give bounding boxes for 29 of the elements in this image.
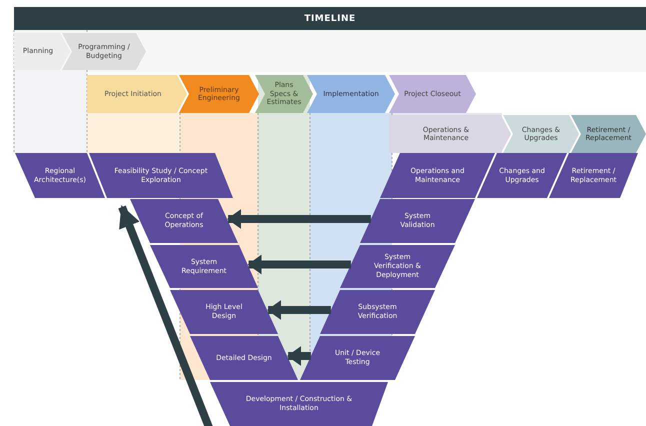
- phase-tab: [389, 75, 476, 113]
- stage-parallelogram: [549, 153, 638, 198]
- arrow: [248, 254, 351, 274]
- phase-tab: [62, 33, 146, 70]
- phase-tab: [503, 115, 579, 153]
- stage-parallelogram: [130, 199, 238, 243]
- stage-parallelogram: [150, 245, 258, 288]
- stage-parallelogram: [477, 153, 567, 198]
- stage-parallelogram: [15, 153, 105, 198]
- stage-parallelogram: [210, 382, 388, 426]
- stage-parallelogram: [170, 290, 278, 334]
- phase-tab: [255, 75, 313, 113]
- stage-parallelogram: [300, 336, 415, 380]
- stage-parallelogram: [320, 290, 435, 334]
- stage-parallelogram: [340, 245, 455, 288]
- phase-tab: [14, 33, 70, 70]
- stage-parallelogram: [360, 199, 475, 243]
- arrow: [287, 346, 311, 366]
- stage-parallelogram: [190, 336, 298, 380]
- stage-parallelogram: [89, 153, 233, 198]
- phase-tab: [389, 115, 511, 153]
- arrow: [227, 209, 371, 229]
- phase-tab: [87, 75, 187, 113]
- phase-tab: [179, 75, 259, 113]
- title-bar: TIMELINE: [14, 7, 646, 30]
- stage-parallelogram: [380, 153, 495, 198]
- arrow: [267, 300, 331, 320]
- phase-tab: [307, 75, 395, 113]
- phase-tab: [571, 115, 646, 153]
